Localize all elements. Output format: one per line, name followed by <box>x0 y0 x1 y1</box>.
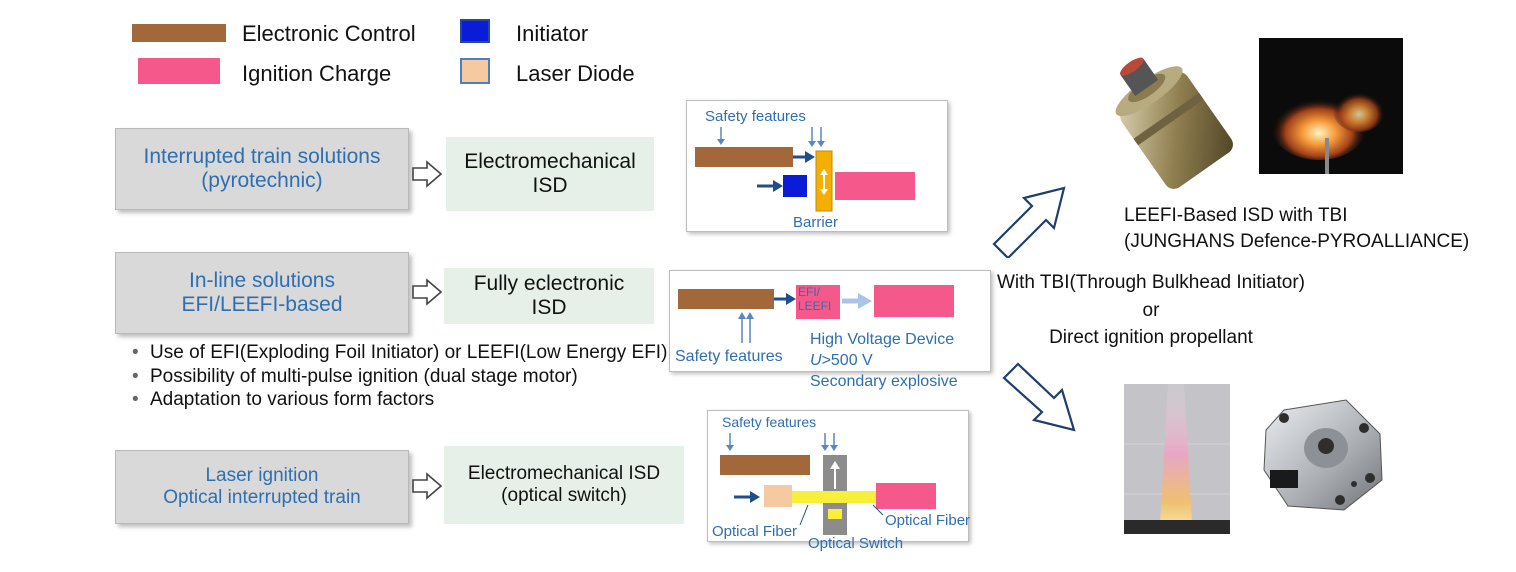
diagram-row1-graphics <box>695 127 915 212</box>
voltage-value: >500 V <box>821 352 873 369</box>
tbi-text-direct: Direct ignition propellant <box>1049 327 1253 348</box>
solution-box-in-line: In-line solutions EFI/LEEFI-based <box>115 252 409 334</box>
solution-line: (pyrotechnic) <box>201 169 323 192</box>
legend-label-initiator: Initiator <box>516 21 589 46</box>
isd-line: ISD <box>531 296 567 319</box>
hollow-arrow-up-right-icon <box>992 186 1066 258</box>
bullet-item: • Use of EFI(Exploding Foil Initiator) or… <box>132 342 667 364</box>
legend-swatch-initiator <box>460 19 490 43</box>
diagram-row2-graphics <box>678 285 954 343</box>
isd-line: (optical switch) <box>501 485 627 506</box>
bullet-item: • Possibility of multi-pulse ignition (du… <box>132 366 578 388</box>
leefi-device-image <box>1115 57 1233 189</box>
diagram-optical-fiber-right-label: Optical Fiber <box>885 512 971 529</box>
legend-label-ignition-charge: Ignition Charge <box>242 61 392 86</box>
tbi-text-or: or <box>1142 300 1160 321</box>
solution-line: Optical interrupted train <box>163 487 361 508</box>
diagram-optical-fiber-left-label: Optical Fiber <box>712 523 798 540</box>
hollow-arrow-right-icon <box>412 278 443 306</box>
caption-leefi-title: LEEFI-Based ISD with TBI <box>1124 205 1348 226</box>
diagram-laser-ignition: Safety features Optical Fiber Optical Sw… <box>707 410 969 552</box>
diagram-efi-label: EFI/ LEEFI <box>796 285 842 313</box>
bullet-text: Adaptation to various form factors <box>150 389 435 410</box>
isd-line: ISD <box>532 174 568 197</box>
isd-line: Electromechanical <box>464 150 636 173</box>
voltage-symbol: U <box>810 352 822 369</box>
bullet-dot-icon: • <box>132 366 139 387</box>
bullet-dot-icon: • <box>132 389 139 410</box>
photo-propellant-test <box>1124 384 1230 534</box>
photo-optical-device <box>1254 388 1394 518</box>
legend-swatch-electronic-control <box>132 24 226 42</box>
propellant-test-image <box>1124 384 1230 534</box>
bullet-text: Use of EFI(Exploding Foil Initiator) or … <box>150 342 668 363</box>
efi-line: EFI/ <box>798 285 821 299</box>
solution-line: Laser ignition <box>205 465 319 486</box>
diagram-safety-features-label: Safety features <box>722 414 817 430</box>
diagram-voltage-label: U>500 V <box>810 352 873 370</box>
diagram-safety-features-label: Safety features <box>675 348 783 365</box>
hollow-arrow-right-icon <box>412 160 443 188</box>
diagram-barrier-label: Barrier <box>793 214 839 231</box>
solution-line: Interrupted train solutions <box>143 145 381 168</box>
legend-swatch-ignition-charge <box>138 58 220 84</box>
diagram-safety-features-label: Safety features <box>705 108 806 125</box>
photo-leefi-device <box>1092 44 1242 192</box>
solution-line: In-line solutions <box>189 269 335 292</box>
tbi-text-line: With TBI(Through Bulkhead Initiator) <box>996 272 1305 293</box>
isd-line: Electromechanical ISD <box>467 463 661 484</box>
isd-box-fully-electronic: Fully eclectronic ISD <box>444 268 654 324</box>
solution-line: EFI/LEEFI-based <box>181 293 343 316</box>
isd-box-electromechanical: Electromechanical ISD <box>446 137 654 211</box>
hollow-arrow-down-right-icon <box>1002 362 1076 432</box>
isd-box-optical-switch: Electromechanical ISD (optical switch) <box>444 446 684 524</box>
bullet-text: Possibility of multi-pulse ignition (dua… <box>150 366 578 387</box>
diagram-interrupted-train: Safety features Barrier <box>686 100 948 232</box>
diagram-hv-device-label: High Voltage Device <box>810 331 955 348</box>
flame-image <box>1271 88 1385 174</box>
legend-label-electronic-control: Electronic Control <box>242 21 416 46</box>
legend-swatch-laser-diode <box>460 58 490 84</box>
photo-flame-dark <box>1259 38 1403 174</box>
diagram-secondary-explosive-label: Secondary explosive <box>810 373 958 390</box>
solution-box-interrupted-train: Interrupted train solutions (pyrotechnic… <box>115 128 409 210</box>
bullet-item: • Adaptation to various form factors <box>132 389 434 411</box>
caption-leefi-company: (JUNGHANS Defence-PYROALLIANCE) <box>1124 231 1470 252</box>
optical-device-image <box>1263 399 1383 511</box>
efi-line: LEEFI <box>798 299 832 313</box>
bullet-dot-icon: • <box>132 342 139 363</box>
diagram-in-line: EFI/ LEEFI <box>669 270 991 372</box>
legend-label-laser-diode: Laser Diode <box>516 61 635 86</box>
diagram-optical-switch-label: Optical Switch <box>808 535 904 552</box>
isd-line: Fully eclectronic <box>473 272 625 295</box>
solution-box-laser-ignition: Laser ignition Optical interrupted train <box>115 450 409 524</box>
diagram-row3-graphics <box>720 433 936 535</box>
hollow-arrow-right-icon <box>412 472 443 500</box>
